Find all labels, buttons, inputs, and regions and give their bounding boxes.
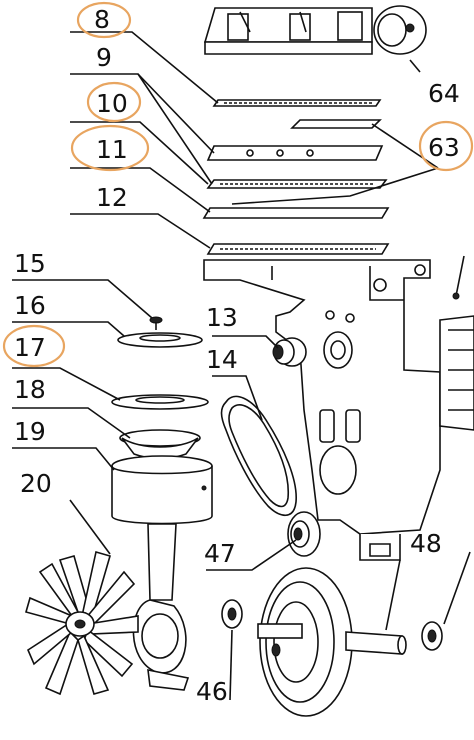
head-fitting	[373, 5, 427, 55]
belt-14	[220, 395, 297, 517]
label-17: 17	[14, 333, 46, 362]
piston-19	[111, 455, 213, 525]
reed-valve	[206, 179, 388, 189]
label-11: 11	[96, 135, 128, 164]
label-10: 10	[96, 89, 128, 118]
gasket-9	[212, 99, 382, 107]
bearing-47	[287, 511, 321, 557]
label-48: 48	[410, 529, 442, 558]
flywheel-pulley	[257, 567, 353, 717]
valve-18	[119, 429, 201, 460]
highlight-marks	[2, 1, 474, 368]
highlight-circle-63	[418, 120, 474, 172]
cylinder-gasket	[206, 243, 390, 255]
crankcase	[203, 259, 441, 561]
label-47: 47	[204, 539, 236, 568]
highlight-circle-11	[70, 124, 150, 172]
part-labels: 8 9 10 11 12 13 14 15 16 17 18 19 20 46 …	[14, 5, 460, 706]
label-64: 64	[428, 79, 460, 108]
label-15: 15	[14, 249, 46, 278]
label-8: 8	[94, 5, 110, 34]
label-12: 12	[96, 183, 128, 212]
crankshaft-48	[345, 631, 407, 655]
highlight-circle-8	[76, 1, 132, 39]
leader-lines	[12, 31, 471, 701]
label-13: 13	[206, 303, 238, 332]
highlight-circle-10	[86, 81, 142, 123]
label-9: 9	[96, 43, 112, 72]
right-cylinder-stub	[439, 315, 474, 431]
ring-17	[111, 394, 209, 410]
bearing-46	[221, 599, 243, 629]
label-16: 16	[14, 291, 46, 320]
connecting-rod	[132, 523, 190, 691]
valve-plate-11	[206, 145, 384, 161]
bearing-right	[421, 621, 443, 651]
bushing-13	[272, 337, 307, 367]
fan-20	[25, 550, 139, 696]
right-bolt	[452, 255, 465, 300]
label-20: 20	[20, 469, 52, 498]
label-46: 46	[196, 677, 228, 706]
cylinder-head	[203, 7, 373, 55]
ring-16	[117, 332, 203, 348]
label-14: 14	[206, 345, 238, 374]
label-63: 63	[428, 133, 460, 162]
plate-10	[290, 119, 382, 129]
highlight-circle-17	[2, 324, 66, 368]
label-18: 18	[14, 375, 46, 404]
gasket-12	[202, 207, 390, 219]
screw-15	[149, 316, 163, 330]
label-19: 19	[14, 417, 46, 446]
